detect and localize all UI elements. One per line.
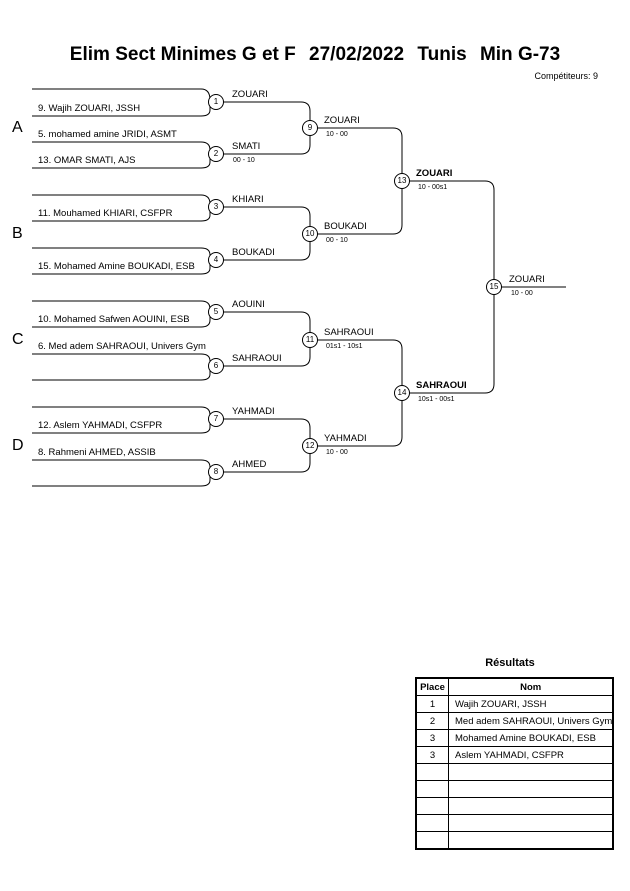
results-header-row: Place Nom — [415, 677, 614, 696]
entrant-name: 9. Wajih ZOUARI, JSSH — [38, 103, 141, 114]
entrant-name: 6. Med adem SAHRAOUI, Univers Gym — [38, 341, 206, 352]
final-winner: ZOUARI — [509, 274, 545, 285]
match-number: 9 — [307, 123, 313, 132]
entrant-name: 13. OMAR SMATI, AJS — [38, 155, 136, 166]
table-row — [415, 780, 614, 798]
match-number: 14 — [397, 388, 407, 397]
name-cell — [448, 763, 614, 781]
match-number: 5 — [213, 307, 219, 316]
pool-label-d: D — [12, 437, 24, 454]
table-row — [415, 814, 614, 832]
name-header: Nom — [448, 677, 614, 696]
match-winner: BOUKADI — [324, 221, 367, 232]
name-cell — [448, 780, 614, 798]
results-title: Résultats — [485, 657, 535, 669]
entrant-name: 15. Mohamed Amine BOUKADI, ESB — [38, 261, 195, 272]
match-number: 4 — [213, 255, 219, 264]
match-number: 13 — [397, 176, 407, 185]
match-winner: BOUKADI — [232, 247, 275, 258]
match-number: 12 — [305, 441, 315, 450]
table-row — [415, 797, 614, 815]
match-winner: YAHMADI — [232, 406, 275, 417]
match-score: 10 - 00 — [326, 449, 348, 456]
match-number: 1 — [213, 97, 219, 106]
place-cell: 2 — [415, 712, 449, 730]
entrant-name: 10. Mohamed Safwen AOUINI, ESB — [38, 314, 190, 325]
pool-label-c: C — [12, 331, 24, 348]
place-cell: 3 — [415, 729, 449, 747]
match-winner: AOUINI — [232, 299, 265, 310]
pool-label-a: A — [12, 119, 23, 136]
pool-label-b: B — [12, 225, 23, 242]
match-number: 10 — [305, 229, 315, 238]
entrant-name: 11. Mouhamed KHIARI, CSFPR — [38, 208, 173, 219]
match-score: 00 - 10 — [326, 237, 348, 244]
match-winner: ZOUARI — [232, 89, 268, 100]
place-cell: 1 — [415, 695, 449, 713]
entrant-name: 5. mohamed amine JRIDI, ASMT — [38, 129, 177, 140]
place-cell — [415, 763, 449, 781]
name-cell — [448, 814, 614, 832]
match-number: 15 — [489, 282, 499, 291]
match-winner: SAHRAOUI — [324, 327, 374, 338]
event-city: Tunis — [417, 44, 467, 65]
match-winner: AHMED — [232, 459, 267, 470]
match-score: 10s1 - 00s1 — [418, 396, 455, 403]
match-winner: SAHRAOUI — [232, 353, 282, 364]
event-category: Min G-73 — [479, 44, 561, 65]
match-number: 2 — [213, 149, 219, 158]
page-title: Elim Sect Minimes G et F 27/02/2022 Tuni… — [0, 44, 630, 66]
place-cell: 3 — [415, 746, 449, 764]
entrant-name: 8. Rahmeni AHMED, ASSIB — [38, 447, 156, 458]
name-cell — [448, 797, 614, 815]
match-winner: KHIARI — [232, 194, 264, 205]
match-winner: ZOUARI — [324, 115, 360, 126]
match-number: 8 — [213, 467, 219, 476]
event-name: Elim Sect Minimes G et F — [69, 44, 296, 65]
table-row — [415, 831, 614, 850]
final-score: 10 - 00 — [511, 290, 533, 297]
match-winner: YAHMADI — [324, 433, 367, 444]
event-date: 27/02/2022 — [309, 44, 405, 65]
place-cell — [415, 780, 449, 798]
match-score: 00 - 10 — [233, 157, 255, 164]
match-number: 11 — [305, 335, 315, 344]
entrant-name: 12. Aslem YAHMADI, CSFPR — [38, 420, 163, 431]
name-cell — [448, 831, 614, 850]
match-score: 10 - 00s1 — [418, 184, 448, 191]
match-winner: ZOUARI — [416, 168, 453, 179]
place-header: Place — [415, 677, 449, 696]
match-number: 7 — [213, 414, 219, 423]
table-row — [415, 763, 614, 781]
place-cell — [415, 797, 449, 815]
name-cell: Aslem YAHMADI, CSFPR — [448, 746, 614, 764]
name-cell: Mohamed Amine BOUKADI, ESB — [448, 729, 614, 747]
match-number: 3 — [213, 202, 219, 211]
match-number: 6 — [213, 361, 219, 370]
match-score: 01s1 - 10s1 — [326, 343, 363, 350]
match-winner: SAHRAOUI — [416, 380, 467, 391]
place-cell — [415, 831, 449, 850]
competitor-count: Compétiteurs: 9 — [534, 71, 598, 81]
match-score: 10 - 00 — [326, 131, 348, 138]
place-cell — [415, 814, 449, 832]
match-winner: SMATI — [232, 141, 261, 152]
name-cell: Wajih ZOUARI, JSSH — [448, 695, 614, 713]
name-cell: Med adem SAHRAOUI, Univers Gym — [448, 712, 614, 730]
